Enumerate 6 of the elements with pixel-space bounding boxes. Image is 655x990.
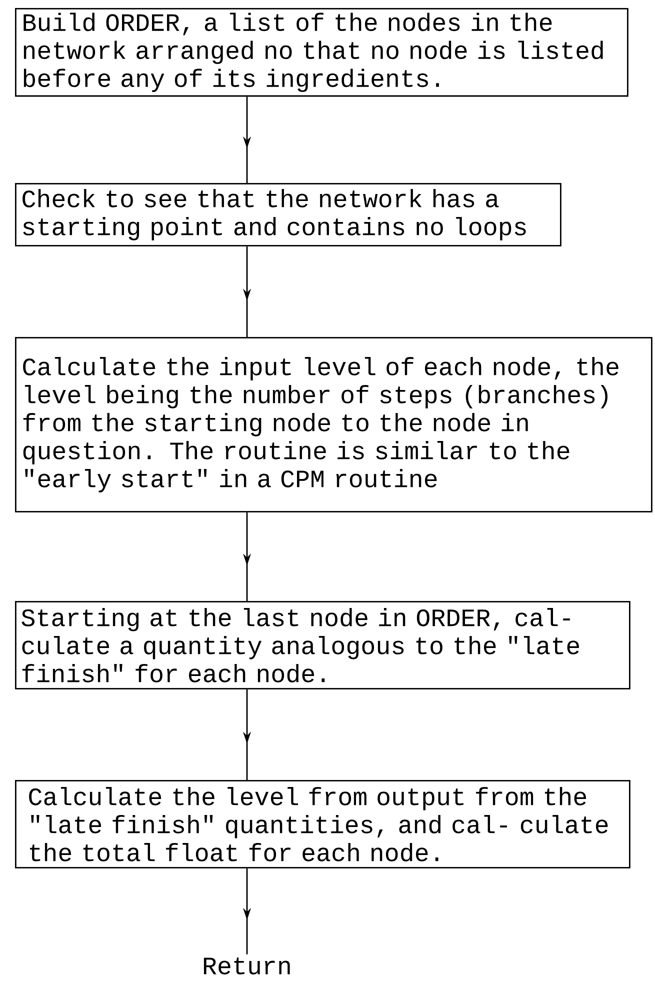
process-box: Check to see that the network has a starting point and contains no loops — [15, 183, 562, 246]
process-box: Starting at the last node in ORDER, cal- culate a quantity analogous to the "late finish" for each node. — [15, 601, 630, 690]
process-box: Calculate the level from output from the "late finish" quantities, and cal- culate the total float for each node. — [15, 780, 630, 868]
process-box: Calculate the input level of each node, the level being the number of steps (branches) from the starting node to the node in question. The routine is similar to the "early start" in a CPM routine — [15, 337, 652, 512]
process-box: Build ORDER, a list of the nodes in the network arranged no that no node is listed before any of its ingredients. — [15, 8, 628, 97]
end-label: Return — [204, 958, 290, 974]
